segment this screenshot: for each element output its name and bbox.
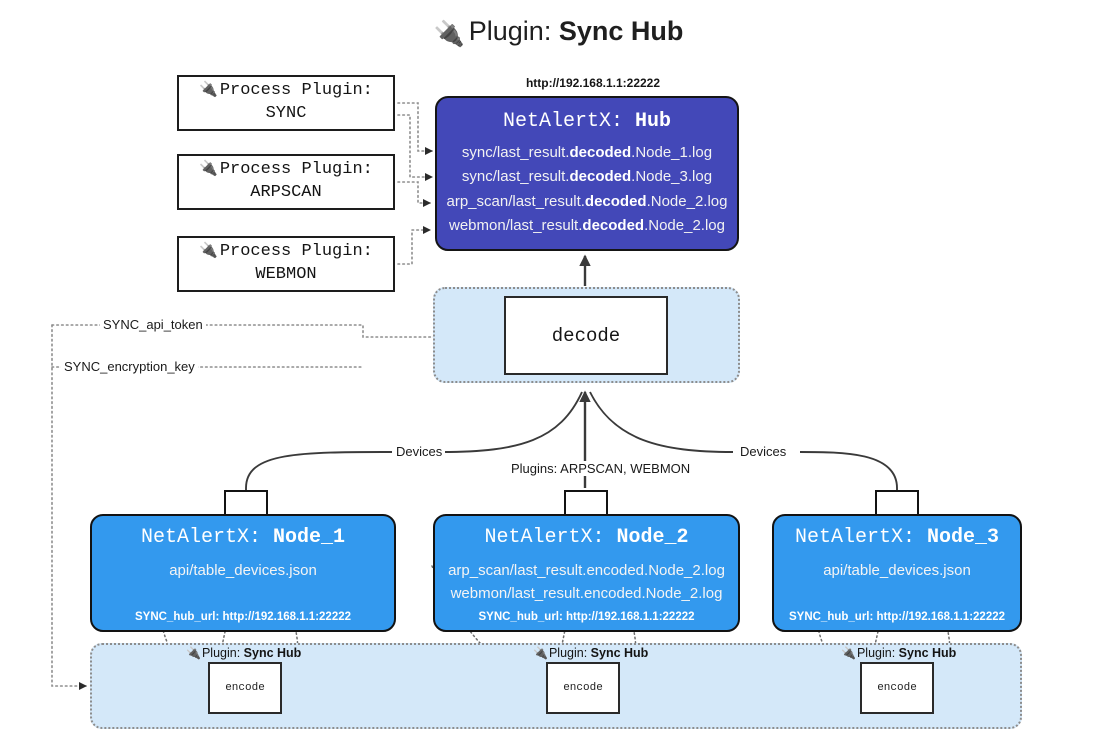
edge-sync-to-log1 — [397, 102, 433, 155]
log-post: .Node_3.log — [631, 168, 713, 186]
node-card-node-1[interactable]: NetAlertX: Node_1 api/table_devices.json… — [90, 514, 396, 632]
label-sync-api-token: SYNC_api_token — [100, 317, 206, 332]
encode-plugin-prefix: Plugin: — [548, 646, 588, 660]
process-plugin-arpscan[interactable]: 🔌 Process Plugin: ARPSCAN — [177, 154, 395, 210]
node-title-name: Node_2 — [616, 526, 689, 549]
edge-arpscan-to-log3 — [397, 181, 431, 207]
log-post: .Node_2.log — [646, 192, 728, 210]
node-hub-url-label: SYNC_hub_url: http://192.168.1.1:22222 — [134, 611, 352, 623]
plug-icon: 🔌 — [199, 161, 218, 179]
plug-icon: 🔌 — [841, 646, 856, 660]
edge-node3-devices-right-seg — [799, 451, 898, 489]
node-data-line: api/table_devices.json — [823, 562, 971, 579]
plug-icon: 🔌 — [199, 243, 218, 261]
node-title-name: Node_3 — [927, 526, 1000, 549]
log-post: .Node_1.log — [631, 144, 713, 161]
encode-plugin-prefix: Plugin: — [201, 646, 241, 660]
edge-node1-devices-right-seg — [441, 391, 583, 453]
log-bold: decoded — [582, 216, 645, 234]
encode-plugin-name: Sync Hub — [243, 646, 302, 660]
encode-box-3[interactable]: encode — [860, 662, 934, 714]
hub-title-name: Hub — [635, 110, 672, 133]
encode-box-1[interactable]: encode — [208, 662, 282, 714]
log-pre: sync/last_result. — [461, 144, 570, 161]
edge-sync-to-log2 — [397, 114, 433, 181]
label-sync-encryption-key: SYNC_encryption_key — [61, 359, 198, 374]
edge-webmon-to-log4 — [397, 226, 431, 265]
process-plugin-webmon[interactable]: 🔌 Process Plugin: WEBMON — [177, 236, 395, 292]
encode-plugin-label-1: 🔌Plugin: Sync Hub — [186, 646, 301, 660]
log-bold: decoded — [569, 168, 632, 186]
encode-plugin-label-3: 🔌Plugin: Sync Hub — [841, 646, 956, 660]
process-plugin-heading: Process Plugin: — [219, 160, 373, 180]
plug-icon: 🔌 — [433, 20, 465, 48]
label-plugins-middle: Plugins: ARPSCAN, WEBMON — [508, 461, 694, 476]
node-title-prefix: NetAlertX: — [140, 526, 261, 549]
plug-icon: 🔌 — [199, 82, 218, 100]
hub-log-line: sync/last_result.decoded.Node_1.log — [437, 141, 737, 165]
hub-log-line: sync/last_result.decoded.Node_3.log — [437, 165, 737, 189]
node-title: NetAlertX: Node_3 — [774, 526, 1020, 549]
node-hub-url-label: SYNC_hub_url: http://192.168.1.1:22222 — [788, 611, 1006, 623]
hub-title-prefix: NetAlertX: — [502, 110, 623, 133]
node-data-line: arp_scan/last_result.encoded.Node_2.log — [448, 562, 725, 579]
node-title-name: Node_1 — [273, 526, 346, 549]
encode-plugin-label-2: 🔌Plugin: Sync Hub — [533, 646, 648, 660]
plug-icon: 🔌 — [533, 646, 548, 660]
log-pre: arp_scan/last_result. — [446, 192, 585, 210]
process-plugin-heading: Process Plugin: — [219, 242, 373, 262]
node-title-prefix: NetAlertX: — [484, 526, 605, 549]
node-data-line: webmon/last_result.encoded.Node_2.log — [450, 585, 723, 603]
encode-plugin-prefix: Plugin: — [856, 646, 896, 660]
node-hub-url-label: SYNC_hub_url: http://192.168.1.1:22222 — [478, 611, 695, 623]
node-card-node-2[interactable]: NetAlertX: Node_2 arp_scan/last_result.e… — [433, 514, 740, 632]
node-card-node-3[interactable]: NetAlertX: Node_3 api/table_devices.json… — [772, 514, 1022, 632]
log-bold: decoded — [584, 192, 647, 210]
hub-log-line: webmon/last_result.decoded.Node_2.log — [437, 214, 737, 238]
node-data-line: api/table_devices.json — [169, 562, 317, 579]
label-devices-left: Devices — [393, 444, 446, 459]
encode-plugin-name: Sync Hub — [898, 646, 957, 660]
title-prefix: Plugin: — [468, 16, 552, 46]
hub-log-line: arp_scan/last_result.decoded.Node_2.log — [437, 190, 737, 214]
node-title: NetAlertX: Node_1 — [92, 526, 394, 549]
process-plugin-name: SYNC — [265, 104, 307, 123]
hub-box[interactable]: NetAlertX: Hub sync/last_result.decoded.… — [435, 96, 739, 251]
hub-title: NetAlertX: Hub — [437, 110, 737, 133]
plug-icon: 🔌 — [186, 646, 201, 660]
log-pre: sync/last_result. — [461, 168, 570, 186]
node-title-prefix: NetAlertX: — [794, 526, 915, 549]
log-post: .Node_2.log — [644, 216, 725, 234]
encode-plugin-name: Sync Hub — [590, 646, 649, 660]
page-title: 🔌Plugin: Sync Hub — [0, 14, 1117, 51]
decode-box[interactable]: decode — [504, 296, 668, 375]
process-plugin-sync[interactable]: 🔌 Process Plugin: SYNC — [177, 75, 395, 131]
process-plugin-name: WEBMON — [255, 265, 317, 284]
encode-box-2[interactable]: encode — [546, 662, 620, 714]
edge-node1-devices-left-seg — [245, 451, 393, 489]
label-devices-right: Devices — [737, 444, 790, 459]
hub-url-label: http://192.168.1.1:22222 — [525, 76, 661, 90]
edge-keys-to-encode-group — [51, 324, 87, 690]
log-pre: webmon/last_result. — [449, 216, 583, 234]
title-name: Sync Hub — [558, 16, 684, 46]
log-bold: decoded — [569, 144, 632, 161]
process-plugin-heading: Process Plugin: — [219, 81, 373, 101]
process-plugin-name: ARPSCAN — [250, 183, 322, 202]
edge-node3-devices-left-seg — [589, 391, 734, 453]
node-title: NetAlertX: Node_2 — [435, 526, 738, 549]
